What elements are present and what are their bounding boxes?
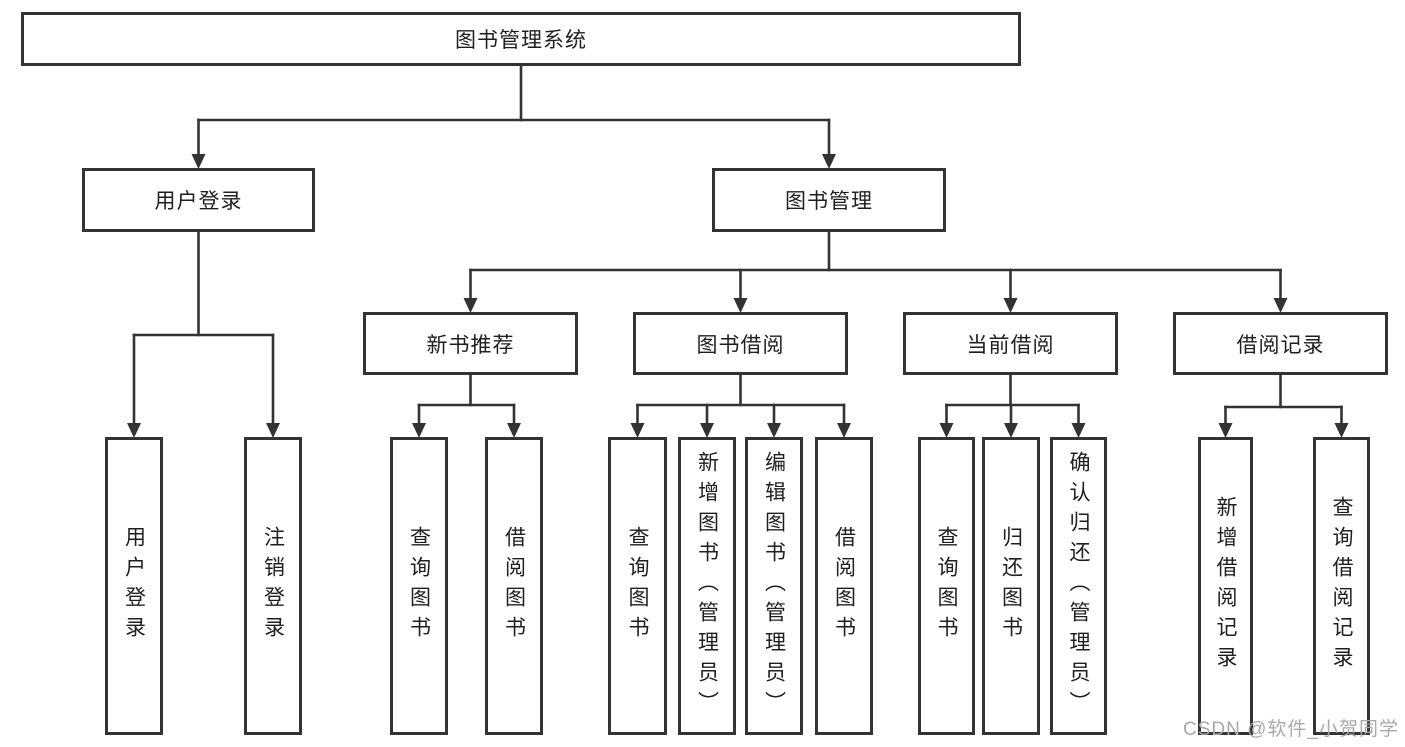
node-cb-query-books: 查询图书 (918, 437, 975, 735)
node-current-borrowing: 当前借阅 (903, 312, 1118, 375)
node-bb-add-books-admin: 新增图书（管理员） (678, 437, 736, 735)
node-cb-return-books: 归还图书 (982, 437, 1040, 735)
arrowhead (822, 154, 836, 169)
arrowhead (767, 423, 781, 438)
node-label-user-login-leaf: 用户登录 (122, 526, 146, 646)
arrowhead (1334, 423, 1349, 438)
node-label-new-book-recommend: 新书推荐 (426, 333, 515, 357)
arrowhead (463, 298, 478, 313)
arrowhead (733, 298, 748, 313)
node-label-book-borrowing: 图书借阅 (696, 333, 785, 357)
arrowhead (837, 423, 851, 438)
arrowhead (266, 423, 280, 438)
node-label-bb-edit-books-admin: 编辑图书（管理员） (762, 451, 786, 721)
arrowhead (507, 423, 521, 438)
node-logout-leaf: 注销登录 (244, 437, 302, 735)
node-label-nbr-query-books: 查询图书 (407, 526, 431, 646)
node-cb-confirm-return: 确认归还（管理员） (1050, 437, 1107, 735)
node-label-user-login: 用户登录 (154, 190, 243, 213)
node-label-bb-borrow-books: 借阅图书 (832, 526, 856, 646)
node-new-book-recommend: 新书推荐 (363, 312, 578, 375)
node-bb-edit-books-admin: 编辑图书（管理员） (745, 437, 803, 735)
node-label-logout-leaf: 注销登录 (261, 526, 285, 646)
node-label-borrow-records: 借阅记录 (1236, 333, 1325, 357)
node-book-management: 图书管理 (712, 168, 946, 232)
arrowhead (127, 423, 141, 438)
node-br-add-record: 新增借阅记录 (1198, 437, 1253, 735)
node-user-login-leaf: 用户登录 (105, 437, 163, 735)
node-root: 图书管理系统 (21, 12, 1021, 66)
arrowhead (630, 423, 645, 438)
node-label-br-add-record: 新增借阅记录 (1214, 496, 1237, 676)
node-label-bb-add-books-admin: 新增图书（管理员） (695, 451, 719, 721)
node-label-cb-confirm-return: 确认归还（管理员） (1067, 451, 1090, 721)
node-bb-borrow-books: 借阅图书 (815, 437, 873, 735)
node-br-query-record: 查询借阅记录 (1313, 437, 1370, 735)
node-label-current-borrowing: 当前借阅 (966, 333, 1055, 357)
node-label-cb-return-books: 归还图书 (999, 526, 1023, 646)
node-label-br-query-record: 查询借阅记录 (1330, 496, 1353, 676)
arrowhead (1273, 298, 1288, 313)
node-label-cb-query-books: 查询图书 (935, 526, 958, 646)
arrowhead (700, 423, 714, 438)
arrowhead (191, 154, 206, 169)
arrowhead (412, 423, 426, 438)
node-nbr-borrow-books: 借阅图书 (485, 437, 543, 735)
node-borrow-records: 借阅记录 (1173, 312, 1388, 375)
arrowhead (1071, 423, 1086, 438)
arrowhead (1004, 423, 1018, 438)
arrowhead (939, 423, 954, 438)
node-label-nbr-borrow-books: 借阅图书 (502, 526, 526, 646)
node-book-borrowing: 图书借阅 (633, 312, 848, 375)
arrowhead (1218, 423, 1233, 438)
node-label-root: 图书管理系统 (455, 29, 587, 52)
node-label-book-management: 图书管理 (785, 190, 873, 213)
node-user-login: 用户登录 (82, 168, 315, 232)
node-label-bb-query-books: 查询图书 (626, 526, 649, 646)
node-bb-query-books: 查询图书 (608, 437, 667, 735)
node-nbr-query-books: 查询图书 (390, 437, 448, 735)
arrowhead (1003, 298, 1018, 313)
